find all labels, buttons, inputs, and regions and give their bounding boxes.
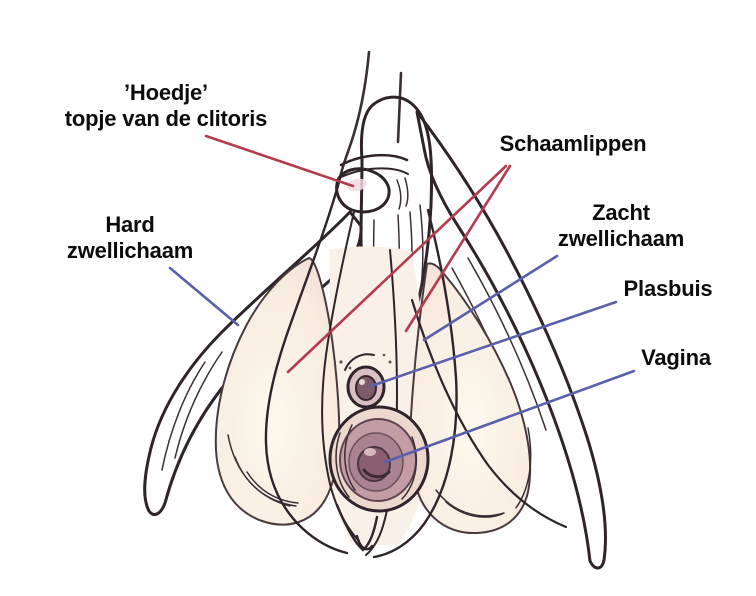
leader-line-hoedje	[204, 134, 355, 188]
vaginal-opening-shadow	[362, 468, 391, 479]
label-zacht-line1: Zacht	[592, 200, 650, 225]
urethral-opening-inner	[355, 375, 377, 401]
label-plasbuis: Plasbuis	[623, 276, 713, 301]
label-hoedje-line2: topje van de clitoris	[64, 106, 268, 131]
right-bulb-shading	[435, 427, 532, 518]
label-vagina: Vagina	[641, 345, 711, 370]
label-schaamlippen: Schaamlippen	[499, 131, 647, 156]
mons-contour-line-left	[337, 50, 371, 184]
stipple-dot	[382, 353, 386, 357]
left-bulb-shading	[227, 434, 299, 507]
labia-contour-left-outer	[264, 180, 349, 555]
right-crus-shape	[415, 110, 607, 570]
glans-shape	[335, 167, 391, 214]
leader-line-hard-zwellichaam	[168, 266, 240, 327]
leader-line-plasbuis	[369, 300, 618, 388]
leader-line-schaamlippen-right	[404, 164, 512, 333]
leader-line-vagina	[383, 369, 636, 464]
label-hard-zwellichaam: Hard zwellichaam	[67, 212, 193, 264]
label-hard-line1: Hard	[105, 212, 155, 237]
label-hard-line2: zwellichaam	[66, 238, 194, 263]
stipple-dot	[348, 366, 352, 370]
left-bulb-shape	[214, 257, 341, 526]
prepuce-fold-marks	[396, 177, 409, 210]
stipple-dot	[339, 360, 343, 364]
prepuce-band-upper	[339, 153, 409, 167]
vagina-highlight	[364, 448, 376, 456]
glans-highlight	[347, 178, 367, 192]
label-hoedje-line1: ’Hoedje’	[124, 80, 208, 105]
urethra-highlight	[359, 379, 365, 385]
mons-contour-line-right	[396, 71, 403, 144]
labia-contour-sweep-right	[410, 298, 568, 529]
stipple-dot	[388, 360, 392, 364]
leader-line-schaamlippen-left	[286, 164, 508, 374]
vaginal-rim-folds	[335, 424, 418, 500]
urethra-collar-line	[344, 353, 375, 371]
prepuce-band-lower	[338, 167, 409, 179]
leader-line-zacht-zwellichaam	[422, 254, 559, 342]
fourchette-lines	[335, 503, 379, 552]
label-hoedje: ’Hoedje’ topje van de clitoris	[64, 80, 268, 132]
labia-contour-right-outer	[372, 208, 458, 559]
label-zacht-line2: zwellichaam	[557, 226, 685, 251]
left-crus-shading	[161, 351, 223, 471]
label-zacht-zwellichaam: Zacht zwellichaam	[558, 200, 684, 252]
